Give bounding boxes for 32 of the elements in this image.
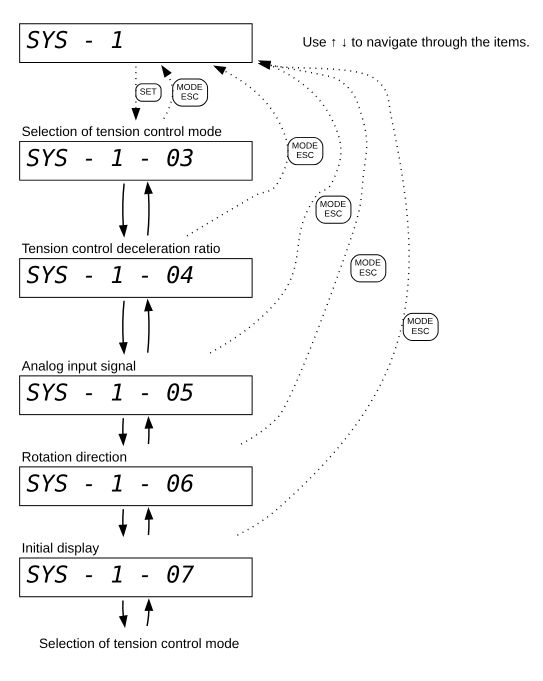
edge-label: MODE ESC	[407, 316, 434, 336]
node-box: SYS - 1 - 03	[19, 140, 253, 181]
node-box: SYS - 1 - 05	[19, 375, 253, 416]
node-box: SYS - 1 - 06	[19, 466, 253, 506]
arrow	[144, 181, 153, 236]
node-label: Rotation direction	[22, 449, 128, 464]
arrow	[118, 600, 128, 628]
node-label: Analog input signal	[22, 358, 136, 374]
arrow	[144, 298, 153, 353]
arrow	[118, 418, 128, 446]
arrow	[118, 184, 128, 238]
arrow	[144, 598, 154, 626]
label: Use ↑ ↓ to navigate through the items.	[302, 34, 530, 50]
arrow	[118, 509, 128, 538]
node-label: Selection of tension control mode	[22, 124, 222, 139]
edge-label: MODE ESC	[292, 140, 318, 160]
node-box: SYS - 1 - 07	[19, 557, 253, 598]
edge-label: MODE ESC	[176, 82, 203, 102]
arrow	[144, 507, 154, 536]
arrow	[161, 64, 174, 119]
edge-label: SET	[140, 86, 157, 97]
node-box: SYS - 1	[19, 23, 253, 63]
arrow	[144, 416, 154, 444]
arrow	[186, 65, 289, 236]
arrow	[118, 300, 128, 355]
edge-label: MODE ESC	[320, 199, 346, 219]
node-text: Selection of tension control mode	[39, 636, 240, 651]
node-box: SYS - 1 - 04	[19, 258, 253, 298]
arrow	[131, 66, 140, 121]
node-label: Initial display	[22, 540, 100, 556]
node-label: Tension control deceleration ratio	[22, 241, 220, 256]
edge-label: MODE ESC	[354, 258, 381, 278]
